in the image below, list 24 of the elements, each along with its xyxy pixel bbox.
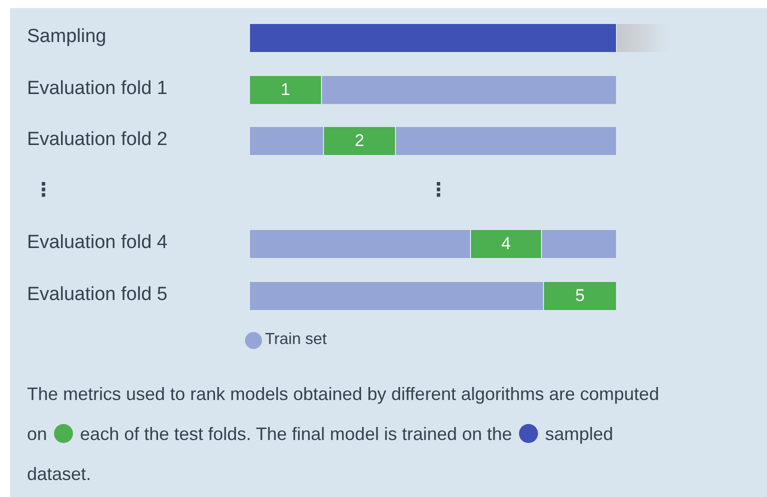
train-set-segment	[322, 76, 616, 104]
test-fold-segment	[544, 282, 616, 310]
fold-number: 4	[501, 234, 511, 254]
ellipsis: ⋮	[34, 179, 53, 203]
fold-number: 1	[280, 80, 290, 100]
train-set-segment	[250, 282, 543, 310]
test-fold-segment	[471, 230, 541, 258]
caption-text: The metrics used to rank models obtained by different algorithms are computed on each of the test folds. The final model is trained on the sampled dataset.	[27, 383, 660, 486]
train-set-segment	[250, 230, 470, 258]
ellipsis: ⋮	[429, 179, 448, 203]
train-set-segment	[542, 230, 616, 258]
row-label: Evaluation fold 2	[27, 128, 168, 152]
legend-label: Train set	[265, 331, 327, 349]
row-label: Evaluation fold 4	[27, 231, 168, 255]
fold-number: 2	[354, 131, 364, 151]
fold-number: 5	[575, 286, 585, 306]
row-label: Evaluation fold 5	[27, 283, 168, 307]
row-label: Sampling	[27, 25, 106, 49]
train-set-segment	[396, 127, 616, 155]
sampled-dataset-bar	[250, 24, 616, 52]
row-label: Evaluation fold 1	[27, 77, 168, 101]
test-fold-segment	[324, 127, 395, 155]
test-fold-segment	[250, 76, 321, 104]
train-set-segment	[250, 127, 323, 155]
